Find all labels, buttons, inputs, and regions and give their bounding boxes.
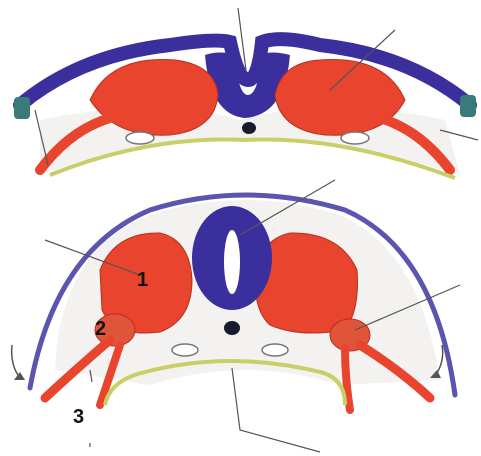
- top-right-cap: [460, 95, 476, 117]
- label-2: 2: [95, 318, 106, 340]
- bottom-neural-canal: [224, 230, 240, 294]
- bottom-pointer-line-4: [232, 368, 320, 452]
- left-curved-arrow-icon: [12, 345, 20, 378]
- bottom-cross-section: 1 2 3: [12, 180, 460, 452]
- bottom-notochord: [224, 321, 240, 335]
- top-right-aorta: [341, 132, 369, 144]
- top-notochord: [242, 122, 256, 134]
- bottom-left-aorta: [172, 344, 198, 356]
- label-3: 3: [73, 406, 84, 428]
- top-left-aorta: [126, 132, 154, 144]
- top-left-cap: [14, 97, 30, 119]
- bottom-right-aorta: [262, 344, 288, 356]
- label-1: 1: [137, 269, 148, 291]
- top-cross-section: [14, 8, 478, 178]
- left-arrowhead-icon: [14, 372, 25, 380]
